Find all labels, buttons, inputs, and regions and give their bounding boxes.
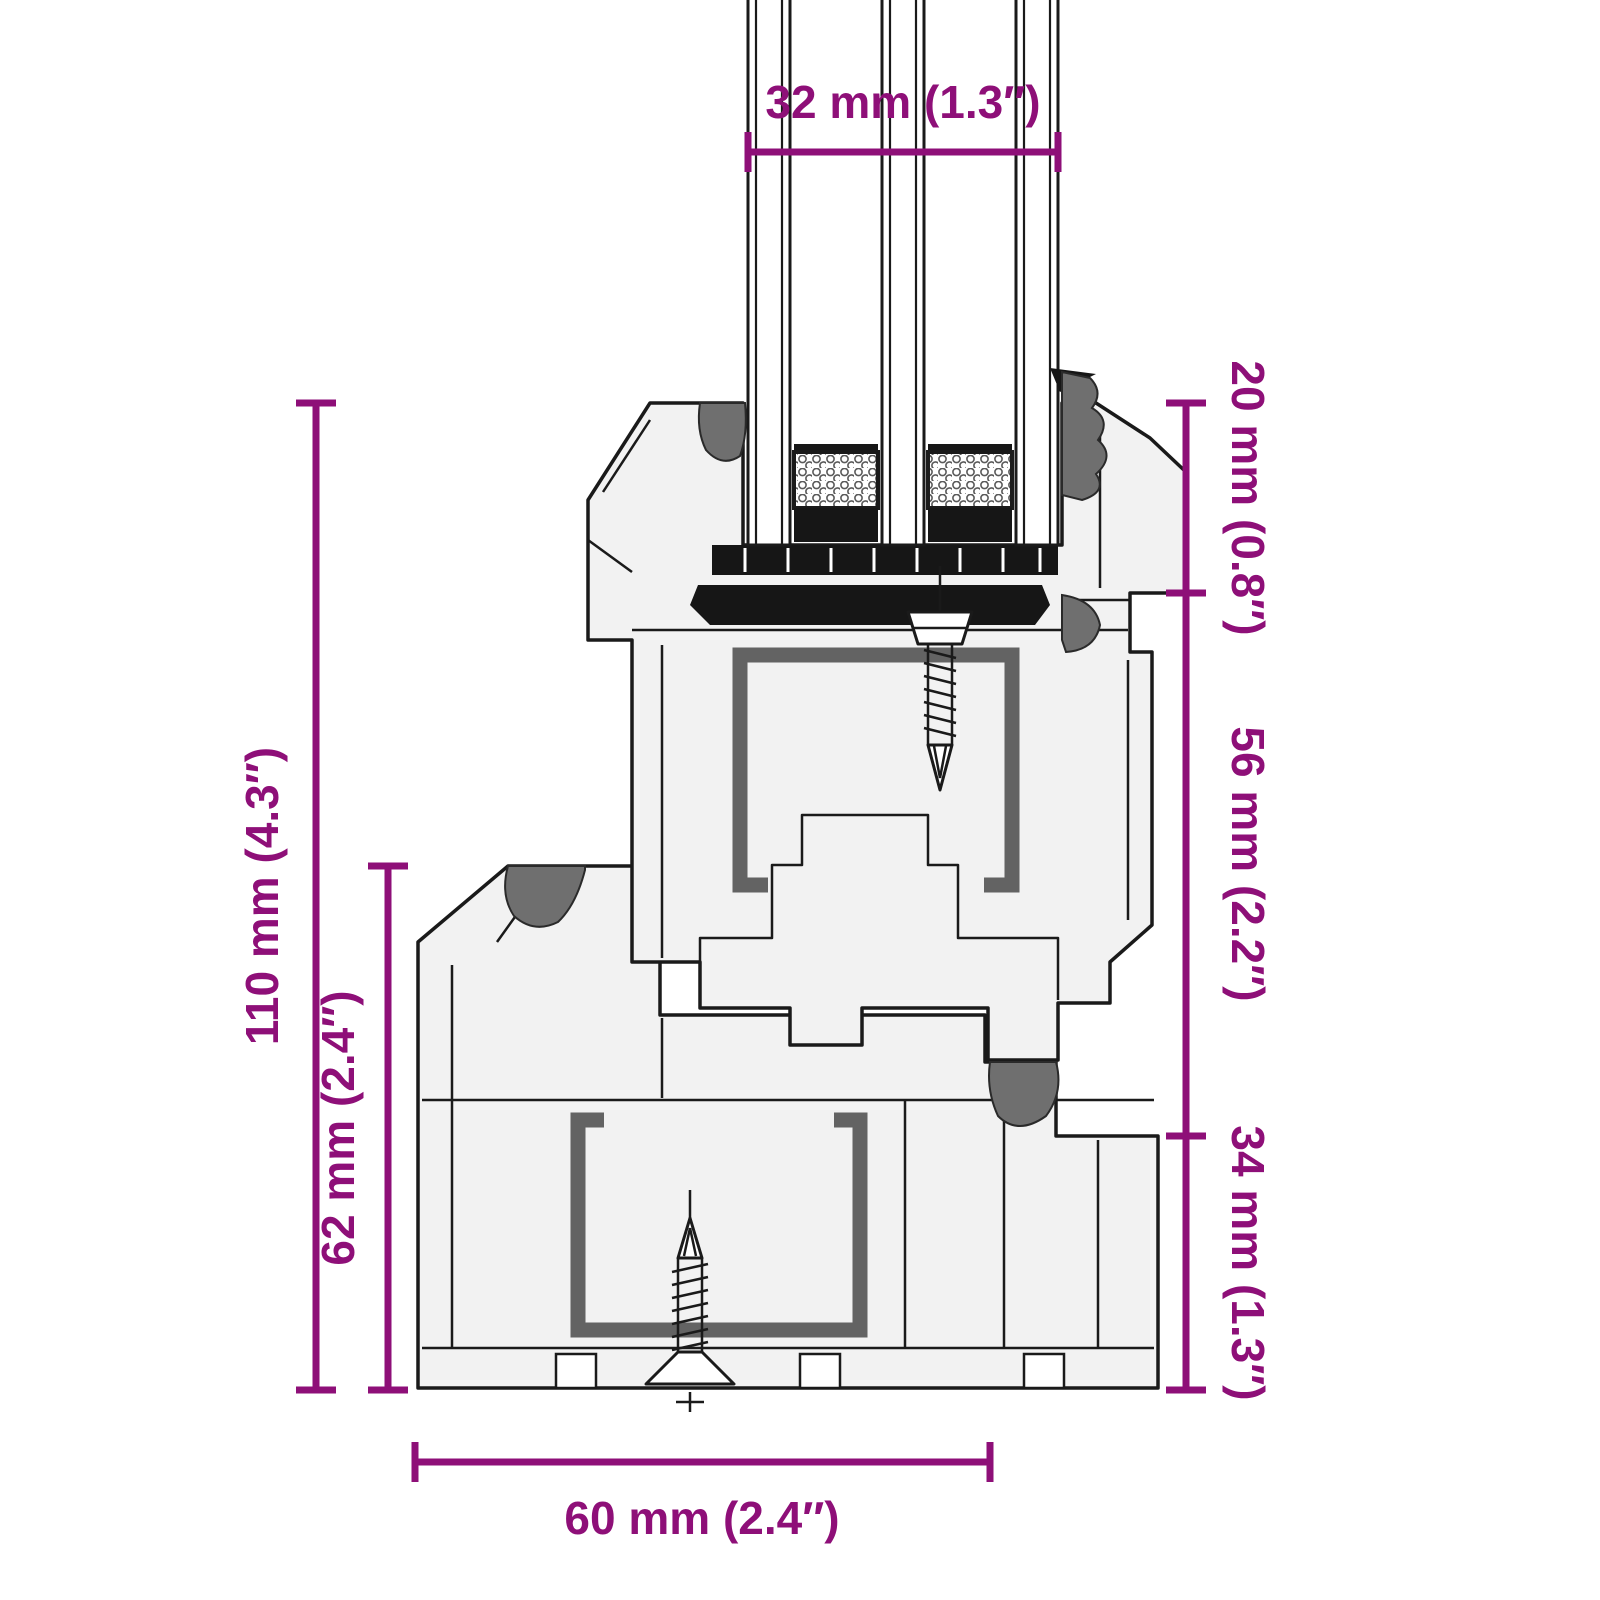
frame-bottom-groove: [798, 1352, 842, 1390]
gaskets: [504, 368, 1108, 1127]
dim-label-frame-left-height: 62 mm (2.4″): [312, 990, 364, 1265]
dimension-lines: [296, 132, 1206, 1482]
packer-ticks: [743, 548, 1042, 572]
glazing-spacer-bars: [792, 444, 1014, 542]
frame-bottom-groove: [554, 1352, 598, 1390]
frame-steel-reinforcement: [570, 1112, 868, 1338]
glass-pane-inner: [1014, 0, 1060, 547]
frame-top-left-gasket: [504, 865, 586, 928]
frame-screw: [644, 1190, 736, 1412]
glass-pane-outer: [746, 0, 792, 547]
dim-label-sash-height: 56 mm (2.2″): [1222, 726, 1274, 1001]
interlock-gasket: [988, 1061, 1060, 1127]
sash-top-left-gasket: [697, 402, 747, 462]
sash-steel-reinforcement: [732, 647, 1020, 893]
glazing-bridge: [690, 585, 1050, 625]
dim-label-frame-right-height: 34 mm (1.3″): [1222, 1125, 1274, 1400]
spacer-bar: [792, 450, 880, 510]
glass-edge-gasket: [1061, 370, 1108, 502]
screw-drill-tip: [926, 743, 954, 792]
spacer-bar: [926, 450, 1014, 510]
dim-label-glazing-inset: 20 mm (0.8″): [1222, 360, 1274, 635]
glass-pane-middle: [880, 0, 926, 547]
glazing-packer: [690, 545, 1058, 625]
screw-drill-tip: [676, 1216, 704, 1260]
triple-glazing-unit: [746, 0, 1060, 547]
dimension-labels: 32 mm (1.3″) 20 mm (0.8″) 56 mm (2.2″) 3…: [236, 76, 1274, 1544]
screw-threads: [923, 648, 957, 738]
bead-foot-gasket: [1061, 593, 1102, 654]
frame-profile: [416, 864, 1160, 1390]
frame-bottom-groove: [1022, 1352, 1066, 1390]
dim-label-glazing-width: 32 mm (1.3″): [765, 76, 1040, 128]
dim-label-frame-width: 60 mm (2.4″): [564, 1492, 839, 1544]
screw-threads: [671, 1262, 709, 1352]
dim-label-overall-height: 110 mm (4.3″): [236, 747, 288, 1045]
sash-screw: [906, 566, 974, 792]
